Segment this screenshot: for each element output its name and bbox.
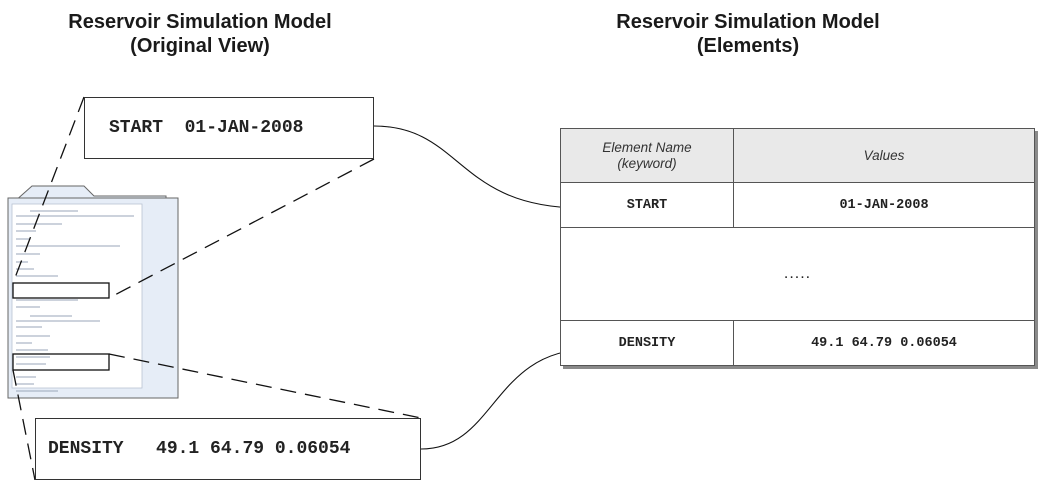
table-row: START 01-JAN-2008 xyxy=(560,182,1035,228)
start-callout-box: START 01-JAN-2008 xyxy=(84,97,374,159)
start-callout-keyword: START xyxy=(109,118,164,138)
highlight-box-start xyxy=(12,282,110,299)
start-callout-value: 01-JAN-2008 xyxy=(184,118,304,138)
zoom-line-density-left xyxy=(12,369,36,480)
zoom-line-start-left xyxy=(12,96,85,284)
header-element-name: Element Name (keyword) xyxy=(560,128,734,183)
ellipsis-cell: ..... xyxy=(560,227,1035,321)
zoom-lines xyxy=(12,96,422,480)
elements-table: Element Name (keyword) Values START 01-J… xyxy=(560,128,1035,366)
folder-paper-text-lines xyxy=(16,210,134,392)
left-title: Reservoir Simulation Model (Original Vie… xyxy=(20,10,380,58)
density-callout-value: 49.1 64.79 0.06054 xyxy=(156,439,351,459)
row-density-name: DENSITY xyxy=(560,320,734,366)
highlight-box-density xyxy=(12,353,110,371)
arrow-start xyxy=(373,125,581,213)
table-row-ellipsis: ..... xyxy=(560,227,1035,321)
right-title-line2: (Elements) xyxy=(696,35,800,57)
left-title-line2: (Original View) xyxy=(130,35,270,57)
right-title: Reservoir Simulation Model (Elements) xyxy=(558,10,938,58)
zoom-line-density-right xyxy=(108,353,422,419)
left-title-line1: Reservoir Simulation Model xyxy=(68,11,332,33)
row-density-value: 49.1 64.79 0.06054 xyxy=(733,320,1035,366)
table-header-row: Element Name (keyword) Values xyxy=(560,128,1035,183)
folder-paper xyxy=(11,203,143,389)
density-callout-keyword: DENSITY xyxy=(48,439,124,459)
arrow-density xyxy=(420,344,591,450)
header-values: Values xyxy=(733,128,1035,183)
row-start-name: START xyxy=(560,182,734,228)
right-title-line1: Reservoir Simulation Model xyxy=(616,11,880,33)
density-callout-box: DENSITY 49.1 64.79 0.06054 xyxy=(35,418,421,480)
header-element-name-line2: (keyword) xyxy=(617,155,677,171)
folder-document-icon xyxy=(7,185,179,399)
table-row: DENSITY 49.1 64.79 0.06054 xyxy=(560,320,1035,366)
row-start-value: 01-JAN-2008 xyxy=(733,182,1035,228)
header-element-name-line1: Element Name xyxy=(602,139,692,155)
